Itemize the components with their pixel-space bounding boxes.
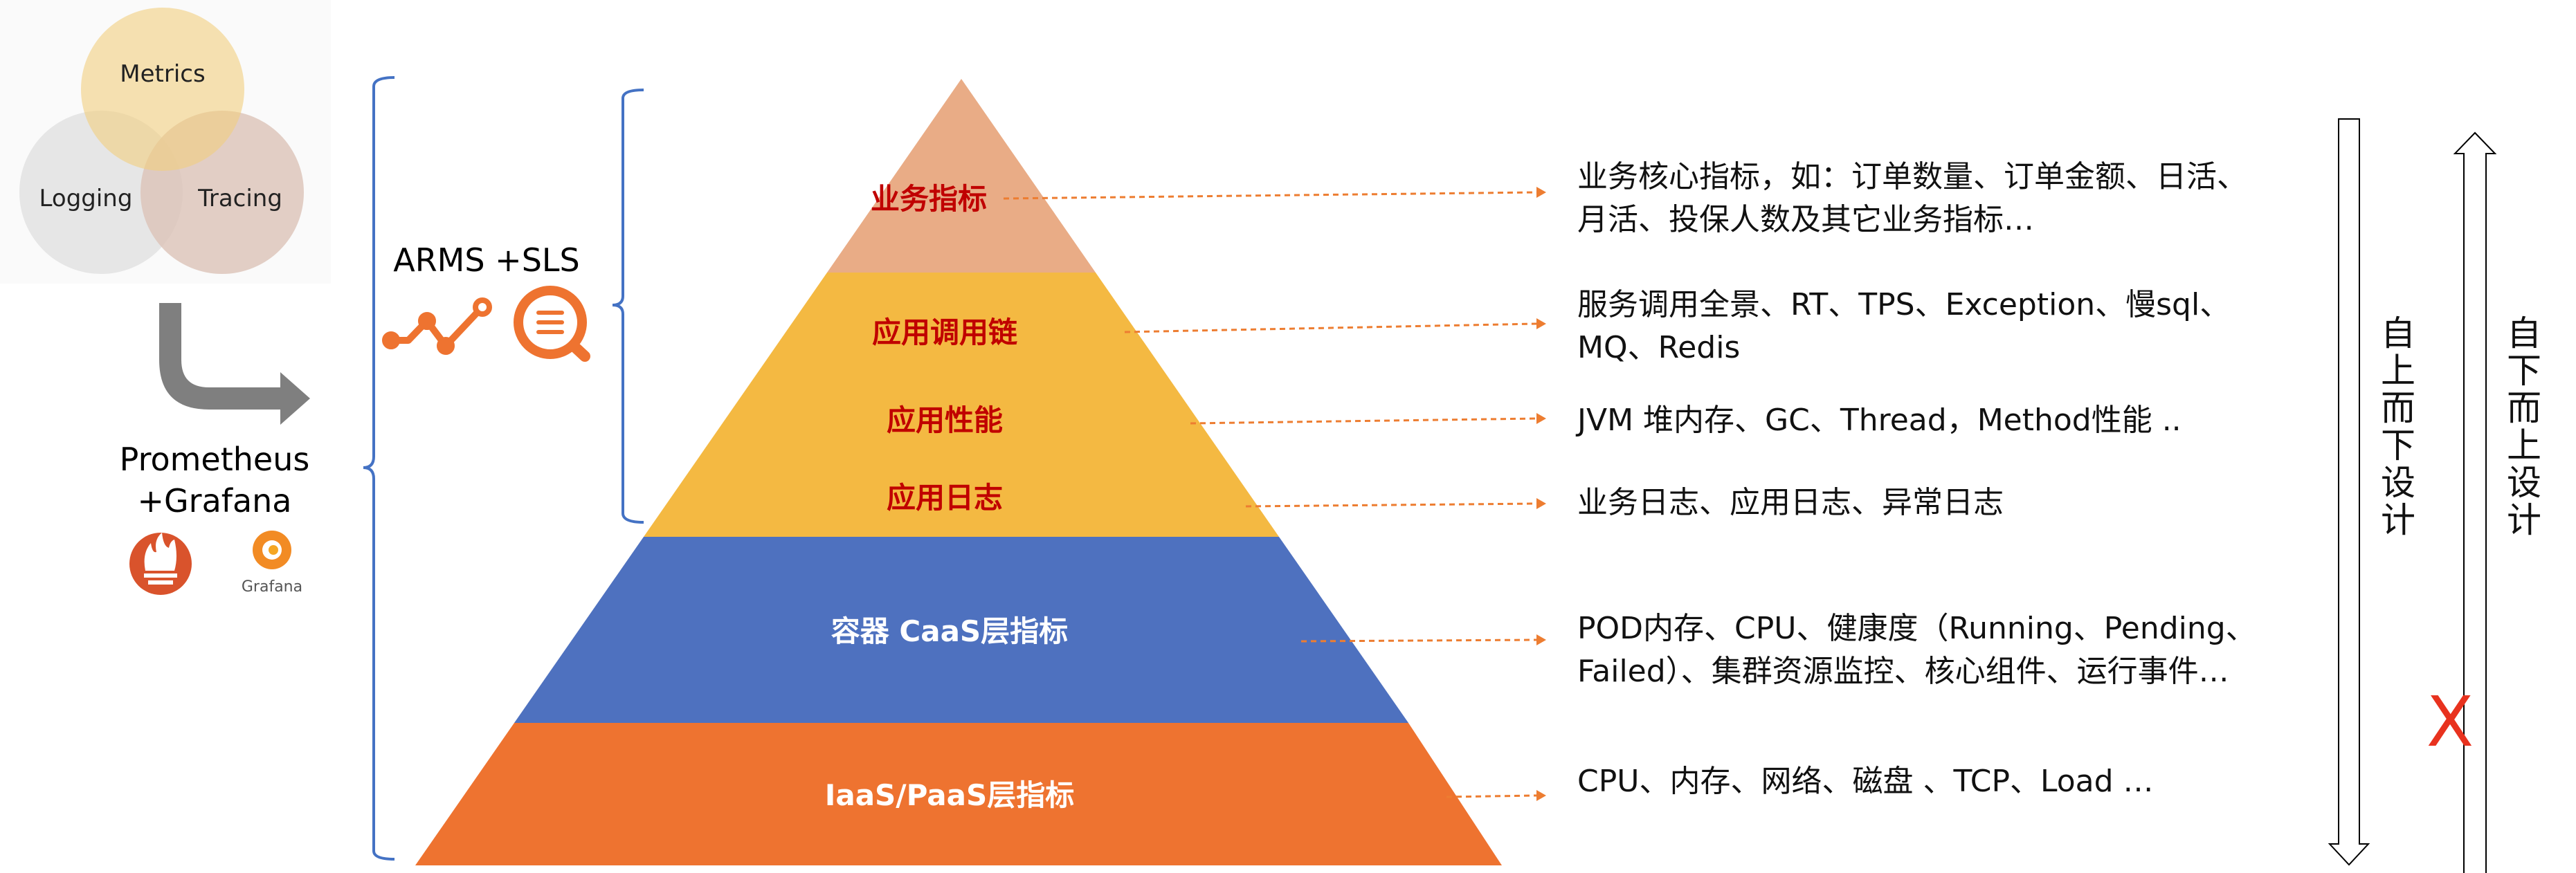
description-logs: 业务日志、应用日志、异常日志 <box>1577 481 2004 524</box>
description-call-chain: 服务调用全景、RT、TPS、Exception、慢sql、 MQ、Redis <box>1577 284 2230 369</box>
description-line: Failed）、集群资源监控、核心组件、运行事件… <box>1577 654 2229 689</box>
logging-label: Logging <box>39 185 133 212</box>
description-line: JVM 堆内存、GC、Thread，Method性能 .. <box>1577 403 2182 438</box>
pyramid-tier-business <box>827 79 1096 273</box>
top-down-design-label: 自上而下设计 <box>2375 315 2415 539</box>
sls-search-icon <box>514 286 590 362</box>
tier-label-call-chain: 应用调用链 <box>872 315 1017 349</box>
metrics-circle <box>81 8 244 171</box>
connector-performance <box>1190 417 1537 425</box>
pyramid-tier-infrastructure <box>415 723 1502 865</box>
connector-call-chain <box>1124 322 1537 333</box>
prometheus-logo-icon <box>129 533 192 595</box>
tier-label-app-logs: 应用日志 <box>887 481 1003 515</box>
description-line: POD内存、CPU、健康度（Running、Pending、 <box>1577 611 2256 646</box>
description-performance: JVM 堆内存、GC、Thread，Method性能 .. <box>1577 399 2182 442</box>
description-line: 服务调用全景、RT、TPS、Exception、慢sql、 <box>1577 287 2231 322</box>
connector-logs <box>1245 502 1537 508</box>
tier-label-iaas-paas: IaaS/PaaS层指标 <box>825 778 1075 812</box>
arms-trend-icon <box>382 297 492 355</box>
connector-iaas <box>1446 794 1537 798</box>
dashed-connectors <box>1003 191 1537 798</box>
connector-container <box>1300 638 1537 643</box>
connector-arrowheads <box>1536 187 1546 801</box>
description-line: 业务日志、应用日志、异常日志 <box>1577 485 2004 520</box>
inner-bracket <box>612 89 644 524</box>
pyramid-tier-application <box>644 273 1279 537</box>
bent-arrow-icon <box>159 303 310 425</box>
prometheus-label: Prometheus <box>120 441 310 478</box>
bottom-up-design-label: 自下而上设计 <box>2501 315 2541 539</box>
grafana-logo-text: Grafana <box>242 578 302 596</box>
description-line: MQ、Redis <box>1577 330 1741 365</box>
tier-label-app-performance: 应用性能 <box>887 403 1003 437</box>
tier-label-container: 容器 CaaS层指标 <box>831 614 1068 648</box>
description-container: POD内存、CPU、健康度（Running、Pending、 Failed）、集… <box>1577 607 2256 693</box>
bottom-up-arrow-icon <box>2453 131 2497 873</box>
pyramid-tier-container <box>514 537 1408 723</box>
top-down-arrow-icon <box>2328 118 2370 866</box>
description-iaas: CPU、内存、网络、磁盘 、TCP、Load … <box>1577 760 2154 803</box>
description-line: 业务核心指标，如：订单数量、订单金额、日活、 <box>1577 159 2247 194</box>
outer-bracket <box>363 76 395 861</box>
description-line: CPU、内存、网络、磁盘 、TCP、Load … <box>1577 764 2154 799</box>
tier-label-business: 业务指标 <box>871 182 987 216</box>
rejected-x-mark: X <box>2427 681 2474 762</box>
description-line: 月活、投保人数及其它业务指标… <box>1577 202 2034 237</box>
grafana-label: +Grafana <box>137 482 291 520</box>
tracing-label: Tracing <box>197 185 282 212</box>
metrics-label: Metrics <box>120 60 205 88</box>
arms-sls-label: ARMS +SLS <box>393 241 580 279</box>
grafana-logo-icon: Grafana <box>242 531 302 596</box>
connector-business <box>1003 191 1537 200</box>
description-business: 业务核心指标，如：订单数量、订单金额、日活、 月活、投保人数及其它业务指标… <box>1577 156 2247 241</box>
